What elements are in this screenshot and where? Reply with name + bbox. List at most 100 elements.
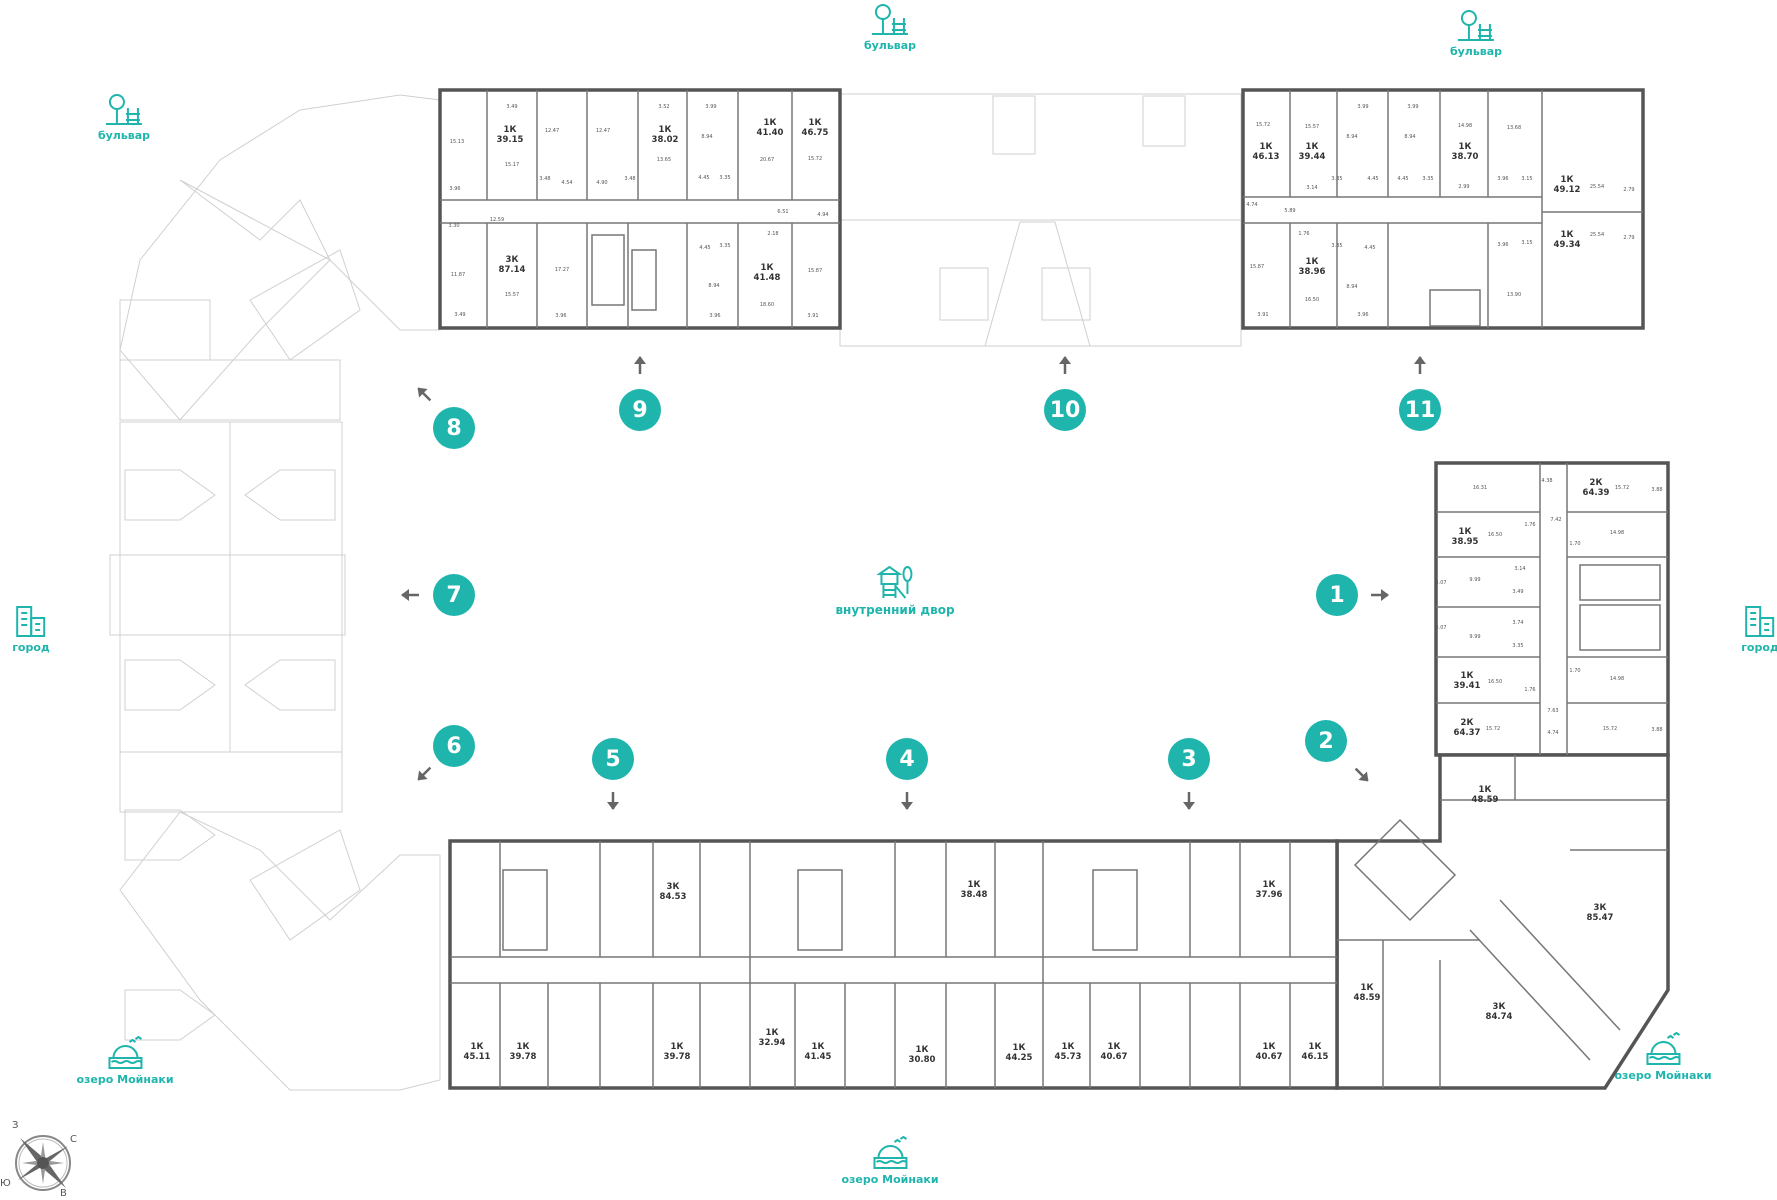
neighbor-buildings	[109, 94, 441, 1091]
room-area: 8.94	[1346, 134, 1358, 140]
room-area: 7.42	[1550, 517, 1562, 523]
compass-east: В	[60, 1188, 67, 1199]
landmark-label: бульвар	[1449, 45, 1503, 58]
section-5-button[interactable]: 5	[592, 738, 634, 780]
landmark-boulevard-top: бульвар	[864, 2, 916, 52]
section-4-arrow-icon	[901, 792, 913, 810]
room-area: 3.35	[719, 243, 731, 249]
room-area: 15.13	[449, 139, 465, 145]
section-10-button[interactable]: 10	[1044, 389, 1086, 431]
landmark-label: бульвар	[97, 129, 151, 142]
section-4-button[interactable]: 4	[886, 738, 928, 780]
section-8-button[interactable]: 8	[433, 407, 475, 449]
apartment-type: 2К	[1589, 478, 1603, 488]
section-2-button[interactable]: 2	[1305, 720, 1347, 762]
room-area: 11.87	[450, 272, 466, 278]
room-area: 9.99	[1469, 577, 1481, 583]
apartment-type: 3К	[505, 255, 519, 265]
apartment-type: 1К	[1305, 257, 1319, 267]
apartment-type: 2К	[1460, 718, 1474, 728]
section-6-button[interactable]: 6	[433, 725, 475, 767]
apartment-area: 39.44	[1298, 152, 1326, 162]
room-area: 4.45	[1367, 176, 1379, 182]
section-11-button[interactable]: 11	[1399, 389, 1441, 431]
section-3-button[interactable]: 3	[1168, 738, 1210, 780]
apartment-type: 1К	[1259, 142, 1273, 152]
apartment-area: 46.75	[801, 128, 829, 138]
apartment-area: 87.14	[498, 265, 526, 275]
room-area: 15.72	[1255, 122, 1271, 128]
room-area: 3.35	[719, 175, 731, 181]
city-buildings-icon	[1745, 606, 1774, 637]
room-area: 3.35	[1331, 243, 1343, 249]
room-area: 4.45	[1397, 176, 1409, 182]
apartment-area: 39.41	[1453, 681, 1481, 691]
room-area: 12.59	[489, 217, 505, 223]
apartment-type: 3К	[666, 882, 680, 892]
room-area: 4.74	[1246, 202, 1258, 208]
room-area: 3.15	[1521, 176, 1533, 182]
room-area: 15.57	[504, 292, 520, 298]
apartment-area: 39.78	[663, 1052, 691, 1062]
section-7-button[interactable]: 7	[433, 574, 475, 616]
room-area: 4.45	[1364, 245, 1376, 251]
apartment-type: 1К	[1360, 983, 1374, 993]
apartment-area: 45.73	[1054, 1052, 1082, 1062]
tree-bench-icon	[872, 4, 908, 35]
apartment-type: 1К	[915, 1045, 929, 1055]
room-area: 2.99	[1458, 184, 1470, 190]
apartment-area: 46.13	[1252, 152, 1280, 162]
room-area: 3.30	[448, 223, 460, 229]
apartment-type: 1К	[1458, 527, 1472, 537]
section-9-button[interactable]: 9	[619, 389, 661, 431]
apartment-type: 1К	[1308, 1042, 1322, 1052]
landmark-label: озеро Мойнаки	[76, 1073, 174, 1086]
apartment-type: 1К	[1061, 1042, 1075, 1052]
apartment-type: 3К	[1593, 903, 1607, 913]
room-area: 6.51	[777, 209, 789, 215]
apartment-area: 41.48	[753, 273, 781, 283]
room-area: 15.87	[1249, 264, 1265, 270]
tree-bench-icon	[1458, 10, 1494, 41]
landmark-lake-left: озеро Мойнаки	[76, 1036, 174, 1086]
apartment-type: 1К	[967, 880, 981, 890]
courtyard-outline	[839, 93, 1242, 347]
room-area: 25.54	[1589, 184, 1605, 190]
section-1-button[interactable]: 1	[1316, 574, 1358, 616]
